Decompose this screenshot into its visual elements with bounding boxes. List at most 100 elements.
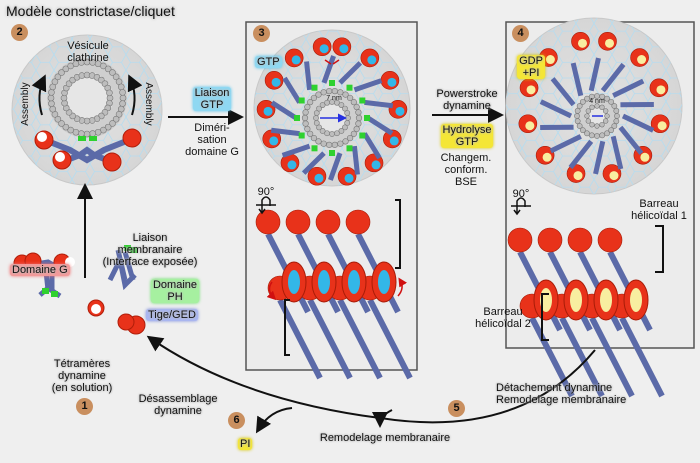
lipid-bead bbox=[115, 111, 123, 118]
lipid-bead bbox=[47, 94, 55, 102]
lipid-bead bbox=[106, 89, 113, 97]
lipid-bead bbox=[614, 113, 620, 119]
nucleotide bbox=[640, 152, 650, 162]
lipid-bead bbox=[313, 110, 320, 116]
assembly-label-right: Assembly bbox=[143, 82, 154, 126]
stalk bbox=[367, 298, 413, 380]
step-badge-5: 5 bbox=[448, 400, 465, 417]
disassembly-line1: Désassemblage bbox=[138, 393, 218, 405]
stalk bbox=[593, 140, 606, 175]
lipid-bead bbox=[338, 128, 345, 134]
lipid-bead bbox=[331, 141, 338, 148]
stalk bbox=[351, 145, 360, 175]
nucleotide bbox=[287, 160, 297, 170]
nucleotide bbox=[526, 85, 536, 95]
tetramers-line2: dynamine bbox=[58, 370, 106, 382]
remodelage-label: Remodelage membranaire bbox=[319, 432, 451, 444]
lipid-bead bbox=[315, 91, 322, 98]
lipid-bead bbox=[604, 113, 610, 119]
g-domain-ring bbox=[256, 37, 408, 186]
lipid-bead bbox=[584, 95, 590, 102]
vesicle-label: Vésicule clathrine bbox=[60, 40, 116, 64]
stalk bbox=[529, 316, 575, 398]
lipid-bead bbox=[304, 125, 311, 133]
lipid-bead bbox=[594, 103, 600, 109]
g-domain bbox=[537, 227, 563, 253]
lipid-bead bbox=[104, 65, 112, 73]
lipid-bead bbox=[355, 109, 362, 116]
lipid-bead bbox=[316, 124, 322, 131]
lipid-bead bbox=[585, 118, 592, 124]
stalk bbox=[549, 134, 582, 154]
hydrolyse-gtp-label: Hydrolyse GTP bbox=[436, 124, 498, 148]
nucleotide bbox=[389, 136, 399, 146]
lipid-bead bbox=[599, 121, 605, 128]
lipid-bead bbox=[342, 138, 349, 145]
stalk bbox=[270, 127, 300, 137]
rotation-arrow-left bbox=[266, 281, 277, 301]
membrane-binding-line1: Liaison bbox=[132, 232, 168, 244]
lipid-bead bbox=[574, 113, 580, 119]
nucleotide bbox=[657, 121, 667, 131]
detachment-line2: Remodelage membranaire bbox=[496, 394, 627, 406]
stalk bbox=[621, 113, 655, 133]
dynamin-dimer-stage2 bbox=[34, 128, 142, 172]
stalk bbox=[337, 298, 383, 380]
membrane-binding-label: Liaison membranaire (Interface exposée) bbox=[96, 232, 204, 268]
vesicle-label-line1: Vésicule bbox=[67, 40, 109, 52]
lipid-bead bbox=[608, 98, 615, 105]
nucleotide bbox=[348, 270, 360, 294]
liaison-gtp-label: Liaison GTP bbox=[188, 87, 236, 111]
nucleotide bbox=[600, 288, 612, 312]
nucleotide bbox=[371, 160, 381, 170]
lipid-bead bbox=[313, 115, 319, 121]
lipid-bead bbox=[599, 132, 606, 139]
lipid-inner-ring bbox=[313, 99, 351, 137]
detachment-line1: Détachement dynamine bbox=[496, 382, 613, 394]
g-domain bbox=[507, 227, 533, 253]
lipid-bead bbox=[62, 65, 70, 73]
nucleotide bbox=[570, 288, 582, 312]
step-badge-2: 2 bbox=[11, 24, 28, 41]
lipid-bead bbox=[342, 91, 349, 98]
lipid-bead bbox=[602, 108, 609, 114]
lipid-bead bbox=[338, 102, 345, 108]
ph-domain-ring bbox=[294, 80, 370, 156]
stalk bbox=[619, 316, 665, 398]
lipid-bead bbox=[608, 127, 615, 134]
nucleotide bbox=[291, 55, 301, 65]
powerstroke-line2: dynamine bbox=[443, 100, 491, 112]
step-badge-3: 3 bbox=[253, 25, 270, 42]
lipid-bead bbox=[119, 94, 127, 102]
nucleotide bbox=[269, 136, 279, 146]
lipid-bead bbox=[78, 130, 85, 137]
stalk bbox=[539, 99, 573, 119]
lipid-bead bbox=[307, 99, 314, 106]
lipid-bead bbox=[576, 123, 583, 129]
lipid-bead bbox=[576, 103, 583, 109]
vesicle-label-line2: clathrine bbox=[67, 52, 109, 64]
bracket-helix-1 bbox=[655, 225, 664, 273]
g-domain bbox=[255, 209, 281, 235]
assembly-arrow-left bbox=[31, 74, 47, 116]
lipid-bead bbox=[334, 99, 340, 106]
lipid-bead bbox=[48, 100, 55, 107]
domaine-ph-legend: Domaine PH bbox=[150, 279, 200, 303]
lipid-bead bbox=[302, 109, 309, 116]
lipid-bead bbox=[54, 115, 62, 123]
nucleotide bbox=[542, 152, 552, 162]
rotate-90-icon-stage4 bbox=[511, 197, 531, 216]
lipid-bead bbox=[342, 105, 348, 112]
nucleotide bbox=[605, 38, 615, 48]
g-domain bbox=[345, 209, 371, 235]
ph-domain bbox=[311, 145, 318, 152]
stalk bbox=[321, 55, 336, 84]
stalk bbox=[301, 151, 326, 175]
lipid-bead bbox=[599, 104, 605, 111]
lipid-bead bbox=[337, 140, 344, 147]
lipid-bead bbox=[345, 115, 351, 121]
lipid-bead bbox=[58, 120, 65, 127]
tetramers-line3: (en solution) bbox=[51, 382, 113, 394]
nucleotide bbox=[577, 38, 587, 48]
